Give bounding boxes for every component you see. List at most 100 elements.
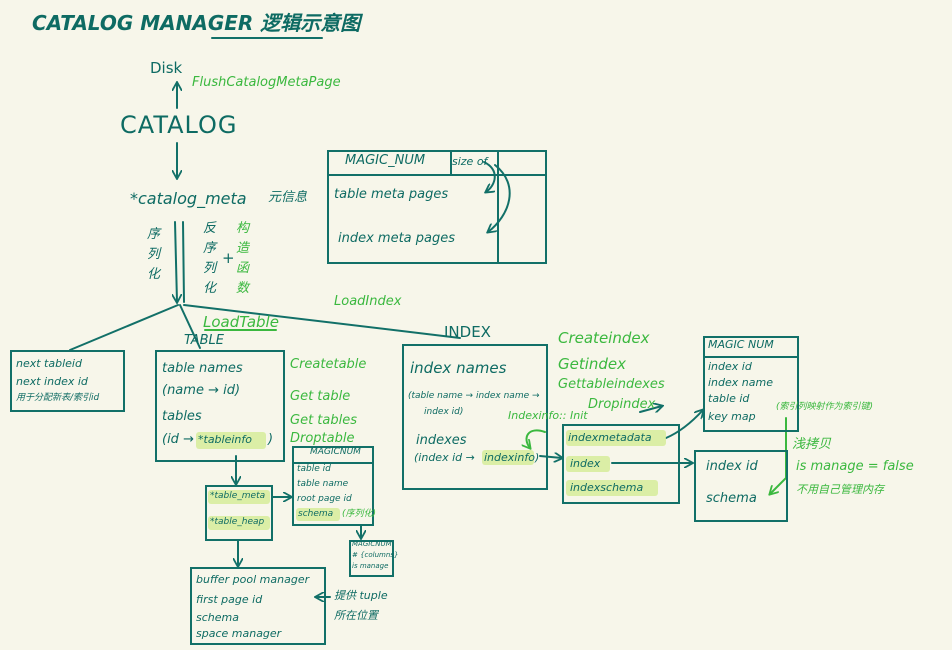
op-get-table: Get table [290, 389, 351, 404]
index-meta-magic: MAGIC NUM [708, 338, 774, 351]
index-meta-row-3: table id [708, 392, 750, 405]
shallow-copy-note: 浅拷贝 [792, 437, 832, 452]
bpm-row-3: schema [196, 611, 239, 624]
construct-char-4: 数 [236, 281, 250, 296]
schema-is-manage: is manage [352, 562, 389, 570]
plus-sign: + [222, 249, 235, 267]
catalog-meta-label: *catalog_meta [130, 189, 247, 208]
construct-char-3: 函 [236, 261, 250, 276]
index-meta-row-2: index name [708, 376, 773, 389]
load-table-label: LoadTable [203, 313, 279, 331]
deserialize-char-1: 反 [203, 221, 217, 236]
catalog-label: CATALOG [120, 111, 238, 139]
meta-magic-num: MAGIC_NUM [345, 153, 426, 168]
indexinfo-to-info-box [539, 456, 562, 458]
index-names: index names [410, 359, 507, 377]
metadata-to-meta-box [665, 410, 703, 439]
table-meta-box [292, 446, 374, 526]
index-info-box [562, 424, 680, 504]
bpm-row-1: buffer pool manager [196, 573, 310, 586]
tables-map-suffix: ) [268, 432, 274, 447]
index-schema-box [694, 450, 788, 522]
deserialize-line [182, 221, 185, 303]
indexinfo-init: Indexinfo:: Init [508, 409, 588, 422]
op-createindex: Createindex [558, 329, 650, 347]
keymap-note: (索引列映射作为索引键) [776, 402, 874, 412]
table-names: table names [162, 361, 243, 376]
indexmetadata-highlight [566, 430, 666, 446]
index-meta-row-4: key map [708, 410, 756, 423]
table-meta-ptr: *table_meta [210, 491, 266, 501]
init-arrow [526, 429, 546, 448]
next-index-id: next index id [16, 375, 88, 388]
size-of-arrow-2 [488, 164, 511, 232]
spread-to-table [179, 304, 201, 349]
deserialize-char-3: 列 [203, 261, 217, 276]
index-meta-row-1: index id [708, 360, 752, 373]
next-id-note: 用于分配新表/索引id [16, 393, 100, 403]
catalog-meta-note: 元信息 [268, 190, 308, 205]
op-get-tables: Get tables [290, 413, 357, 428]
index-schema-id: index id [706, 459, 758, 474]
size-of-arrow-1 [483, 161, 496, 192]
index-names-map-2: index id) [424, 407, 464, 417]
index-schema-ptr: indexschema [570, 481, 644, 494]
serialize-char-1: 序 [147, 227, 161, 242]
indexes-map-suffix: ) [535, 451, 540, 464]
tables-label: tables [162, 409, 202, 424]
serialize-char-2: 列 [147, 247, 161, 262]
schema-columns: # {columns} [352, 551, 399, 559]
schema-box [349, 540, 394, 577]
table-meta-row-1: table id [297, 464, 331, 474]
op-createtable: Createtable [290, 357, 367, 372]
load-index-label: LoadIndex [334, 294, 402, 309]
meta-table-pages: table meta pages [334, 187, 449, 202]
indexes-label: indexes [416, 433, 467, 448]
table-meta-highlight [208, 490, 270, 504]
spread-to-index [183, 304, 461, 339]
indexschema-highlight [566, 480, 658, 496]
table-heap-box [190, 567, 326, 645]
dropindex-arrow [639, 406, 662, 413]
indexinfo-highlight [482, 450, 534, 465]
tuple-note-1: 提供 tuple [334, 589, 388, 602]
flush-catalog-label: FlushCatalogMetaPage [192, 75, 341, 90]
no-manage-memory-note: 不用自己管理内存 [796, 483, 884, 496]
table-box [155, 350, 285, 462]
index-highlight [566, 456, 610, 472]
serialize-char-3: 化 [147, 267, 161, 282]
spread-to-next [69, 304, 179, 351]
op-getindex: Getindex [558, 355, 627, 373]
indexes-map-prefix: (index id → [414, 451, 475, 464]
diagram-title: CATALOG MANAGER 逻辑示意图 [32, 11, 361, 35]
tables-map-prefix: (id → [162, 432, 194, 447]
op-droptable: Droptable [290, 431, 355, 446]
construct-char-2: 造 [236, 241, 250, 256]
tuple-note-2: 所在位置 [334, 609, 378, 622]
table-meta-row-3: root page id [297, 494, 352, 504]
schema-magic: MAGICNUM [352, 540, 392, 548]
index-ptr: index [570, 457, 601, 470]
indexinfo-label: indexinfo [484, 451, 535, 464]
table-info-box [205, 485, 273, 541]
deserialize-char-2: 序 [203, 241, 217, 256]
index-header: INDEX [444, 323, 491, 341]
deserialize-char-4: 化 [203, 281, 217, 296]
schema-highlight [296, 508, 340, 521]
disk-label: Disk [150, 59, 183, 77]
tableinfo-label: *tableinfo [198, 433, 252, 446]
table-header: TABLE [184, 333, 225, 348]
serialize-arrow [175, 221, 177, 302]
index-box [402, 344, 548, 490]
next-id-box [10, 350, 125, 412]
meta-index-pages: index meta pages [338, 231, 456, 246]
table-meta-row-2: table name [297, 479, 349, 489]
catalog-meta-page-box [327, 150, 547, 264]
bpm-row-2: first page id [196, 593, 263, 606]
is-manage-false-note: is manage = false [796, 459, 914, 474]
next-table-id: next tableid [16, 357, 82, 370]
index-metadata-ptr: indexmetadata [568, 431, 652, 444]
meta-size-of: size of [452, 155, 488, 168]
